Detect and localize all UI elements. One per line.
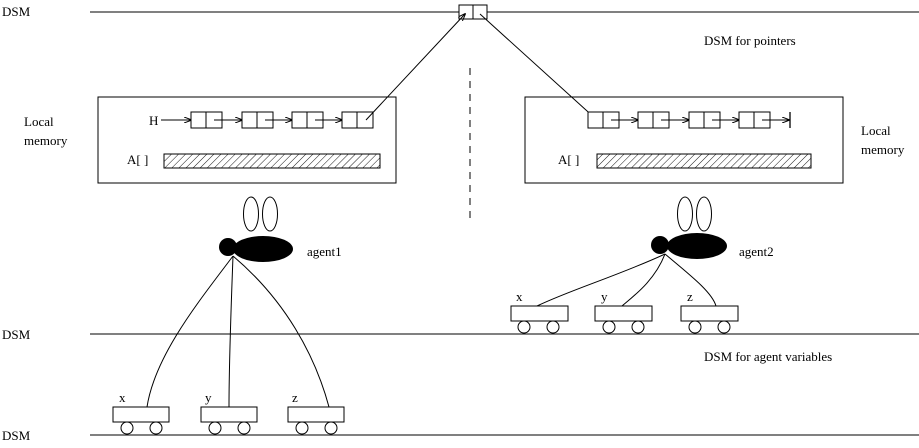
region-label-pointers: DSM for pointers bbox=[704, 33, 796, 48]
left-head-label: H bbox=[149, 113, 159, 128]
right-list-node bbox=[738, 111, 771, 129]
agent2-figure bbox=[651, 196, 727, 259]
right-local-memory-box bbox=[524, 96, 844, 184]
dsm-label-top: DSM bbox=[2, 4, 31, 19]
agent1-cart-y bbox=[200, 406, 258, 435]
agent2-cart-y-label: y bbox=[601, 289, 608, 304]
agent2-cart-z bbox=[680, 305, 739, 334]
agent2-cart-z-label: z bbox=[687, 289, 693, 304]
agent1-label: agent1 bbox=[307, 244, 342, 259]
agent2-cart-x bbox=[510, 305, 569, 334]
agent1-cart-z-label: z bbox=[292, 390, 298, 405]
left-list-node bbox=[241, 111, 274, 129]
left-local-memory-label-line2: memory bbox=[24, 133, 68, 148]
right-array-label: A[ ] bbox=[558, 152, 580, 167]
region-label-agent-variables: DSM for agent variables bbox=[704, 349, 833, 364]
agent2-link-y bbox=[621, 253, 666, 307]
agent2-cart-x-label: x bbox=[516, 289, 523, 304]
pointer-arrow-to-dsm bbox=[365, 14, 465, 121]
agent1-cart-x-label: x bbox=[119, 390, 126, 405]
agent1-link-x bbox=[146, 255, 234, 408]
agent2-link-x bbox=[536, 253, 666, 307]
dsm-label-middle: DSM bbox=[2, 327, 31, 342]
agent1-cart-x bbox=[112, 406, 170, 435]
agent1-cart-z bbox=[287, 406, 345, 435]
agent1-figure bbox=[219, 196, 293, 262]
agent1-link-z bbox=[232, 255, 330, 408]
agent1-link-y bbox=[228, 255, 234, 408]
right-list-node bbox=[587, 111, 620, 129]
agent2-link-z bbox=[664, 253, 717, 307]
right-list-node bbox=[637, 111, 670, 129]
agent2-cart-y bbox=[594, 305, 653, 334]
right-local-memory-label-line1: Local bbox=[861, 123, 891, 138]
left-local-memory-label-line1: Local bbox=[24, 114, 54, 129]
left-array-label: A[ ] bbox=[127, 152, 149, 167]
left-array-bar bbox=[163, 153, 381, 169]
agent2-label: agent2 bbox=[739, 244, 774, 259]
right-array-bar bbox=[596, 153, 812, 169]
pointer-arrow-from-dsm bbox=[479, 13, 597, 120]
left-list-node bbox=[341, 111, 374, 129]
left-local-memory-box bbox=[97, 96, 397, 184]
dsm-label-bottom: DSM bbox=[2, 428, 31, 443]
right-local-memory-label-line2: memory bbox=[861, 142, 905, 157]
agent1-cart-y-label: y bbox=[205, 390, 212, 405]
